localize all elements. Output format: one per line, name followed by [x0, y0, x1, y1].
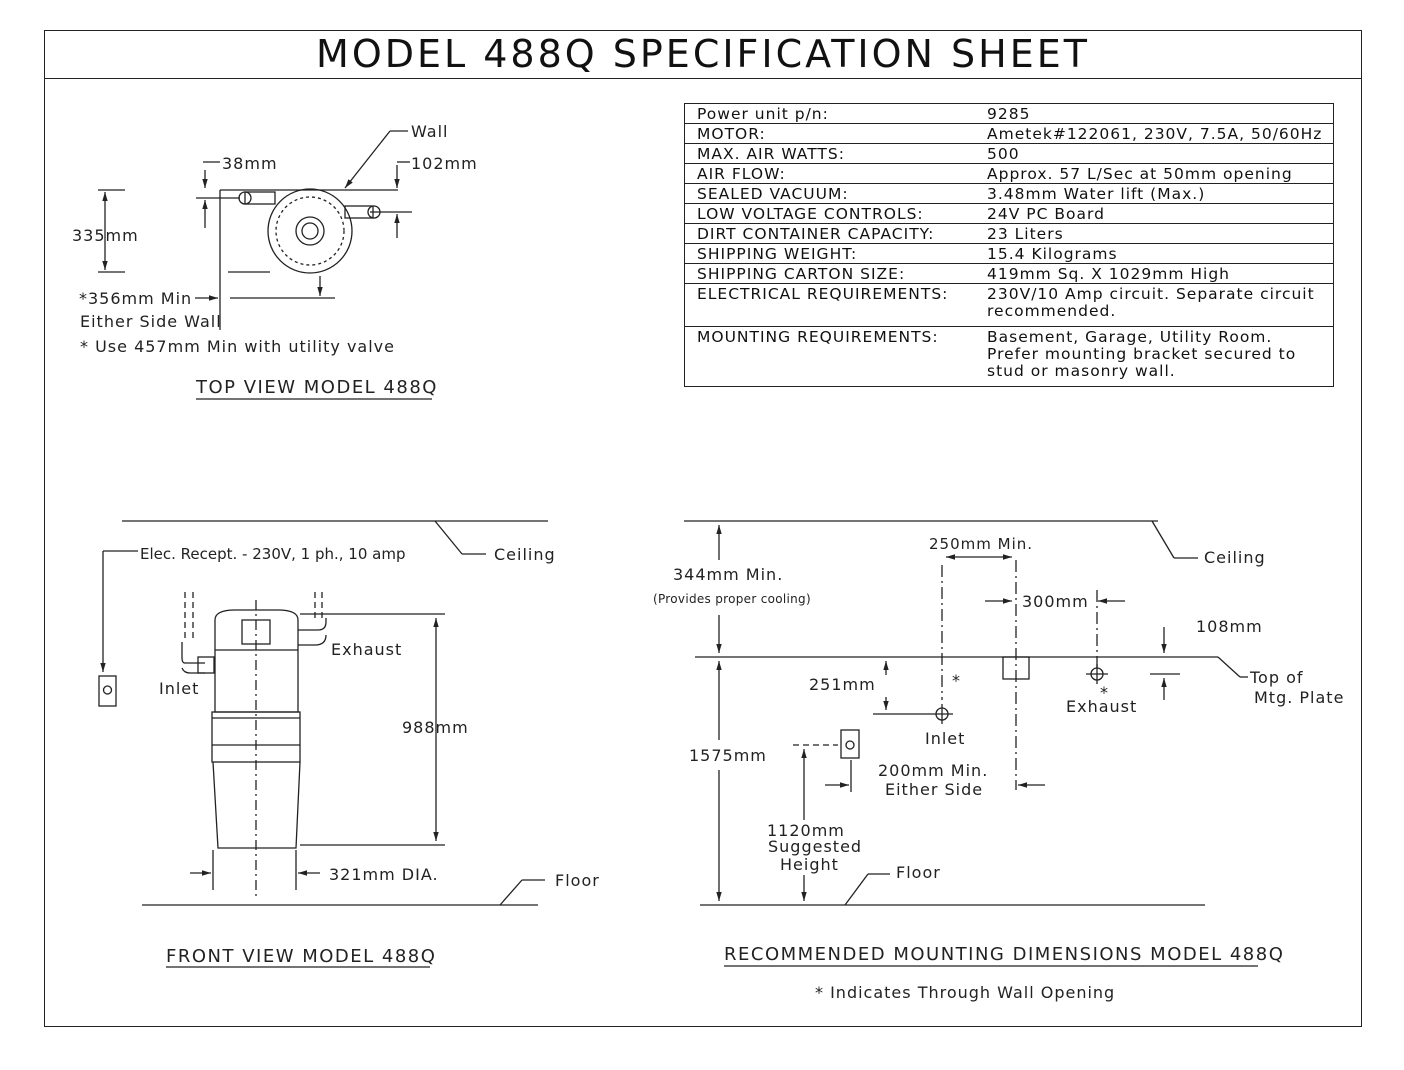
dim-344-label: 344mm Min.	[673, 565, 783, 584]
dim-38-label: 38mm	[222, 154, 278, 173]
front-view-caption: FRONT VIEW MODEL 488Q	[166, 946, 436, 967]
spec-row: MOTOR:Ametek#122061, 230V, 7.5A, 50/60Hz	[684, 123, 1334, 144]
dim-335-label: 335mm	[72, 226, 139, 245]
dim-200-label: 200mm Min.	[878, 761, 988, 780]
mount-floor-label: Floor	[896, 863, 941, 882]
spec-value: 3.48mm Water lift (Max.)	[975, 183, 1334, 204]
mount-receptacle	[840, 729, 860, 759]
dim-251-label: 251mm	[809, 675, 876, 694]
dim-356-label: *356mm Min	[79, 289, 192, 308]
spec-label: MOUNTING REQUIREMENTS:	[684, 326, 975, 387]
dim-102-label: 102mm	[411, 154, 478, 173]
spec-label: Power unit p/n:	[684, 103, 975, 124]
front-exhaust-label: Exhaust	[331, 640, 402, 659]
spec-label: MAX. AIR WATTS:	[684, 143, 975, 164]
dim-250-label: 250mm Min.	[929, 535, 1033, 553]
footnote: * Indicates Through Wall Opening	[815, 983, 1115, 1002]
dim-321-label: 321mm DIA.	[329, 865, 439, 884]
front-motor-housing	[214, 609, 299, 713]
dim-1120-label: 1120mm	[767, 821, 845, 840]
front-dirt-container	[212, 761, 301, 849]
top-view-caption: TOP VIEW MODEL 488Q	[195, 377, 438, 398]
top-of-label: Top of	[1249, 668, 1304, 687]
page-title: MODEL 488Q SPECIFICATION SHEET	[316, 32, 1090, 76]
elec-receptacle	[98, 675, 117, 707]
mounting-caption: RECOMMENDED MOUNTING DIMENSIONS MODEL 48…	[724, 944, 1284, 965]
spec-value: 230V/10 Amp circuit. Separate circuit re…	[975, 283, 1334, 327]
spec-label: SHIPPING WEIGHT:	[684, 243, 975, 264]
suggested-label: Suggested	[768, 837, 862, 856]
mtg-plate-label: Mtg. Plate	[1254, 688, 1344, 707]
spec-label: ELECTRICAL REQUIREMENTS:	[684, 283, 975, 327]
either-side-label: Either Side Wall	[80, 312, 222, 331]
front-inlet-label: Inlet	[159, 679, 199, 698]
mount-ceiling-label: Ceiling	[1204, 548, 1266, 567]
top-view	[98, 130, 412, 330]
spec-value: Basement, Garage, Utility Room. Prefer m…	[975, 326, 1334, 387]
spec-row: ELECTRICAL REQUIREMENTS:230V/10 Amp circ…	[684, 283, 1334, 327]
height-label: Height	[780, 855, 839, 874]
unit-top-circle	[267, 188, 353, 274]
either-side-label-mount: Either Side	[885, 780, 983, 799]
spec-row: Power unit p/n:9285	[684, 103, 1334, 124]
inlet-star: *	[952, 671, 961, 690]
spec-value: Approx. 57 L/Sec at 50mm opening	[975, 163, 1334, 184]
cooling-label: (Provides proper cooling)	[653, 592, 811, 606]
spec-row: SEALED VACUUM:3.48mm Water lift (Max.)	[684, 183, 1334, 204]
spec-value: 9285	[975, 103, 1334, 124]
spec-row: MAX. AIR WATTS:500	[684, 143, 1334, 164]
dim-988-label: 988mm	[402, 718, 469, 737]
spec-value: 15.4 Kilograms	[975, 243, 1334, 264]
mount-inlet-label: Inlet	[925, 729, 965, 748]
spec-label: DIRT CONTAINER CAPACITY:	[684, 223, 975, 244]
spec-label: SEALED VACUUM:	[684, 183, 975, 204]
exhaust-star: *	[1100, 683, 1109, 702]
dim-300-label: 300mm	[1022, 592, 1089, 611]
front-ceiling-label: Ceiling	[494, 545, 556, 564]
mounting-view	[684, 520, 1248, 906]
spec-label: SHIPPING CARTON SIZE:	[684, 263, 975, 284]
top-inlet-pipe	[244, 191, 276, 205]
mount-exhaust-label: Exhaust	[1066, 697, 1137, 716]
spec-row: DIRT CONTAINER CAPACITY:23 Liters	[684, 223, 1334, 244]
wall-label: Wall	[411, 122, 449, 141]
valve-note: * Use 457mm Min with utility valve	[80, 337, 395, 356]
front-view	[98, 520, 548, 906]
dim-108-label: 108mm	[1196, 617, 1263, 636]
spec-row: MOUNTING REQUIREMENTS:Basement, Garage, …	[684, 326, 1334, 387]
spec-row: SHIPPING WEIGHT:15.4 Kilograms	[684, 243, 1334, 264]
dim-1575-label: 1575mm	[689, 746, 767, 765]
spec-value: 23 Liters	[975, 223, 1334, 244]
title-bar: MODEL 488Q SPECIFICATION SHEET	[44, 30, 1362, 79]
spec-value: Ametek#122061, 230V, 7.5A, 50/60Hz	[975, 123, 1334, 144]
front-floor-label: Floor	[555, 871, 600, 890]
sheet-border	[44, 30, 1362, 1027]
elec-recept-label: Elec. Recept. - 230V, 1 ph., 10 amp	[140, 545, 405, 563]
